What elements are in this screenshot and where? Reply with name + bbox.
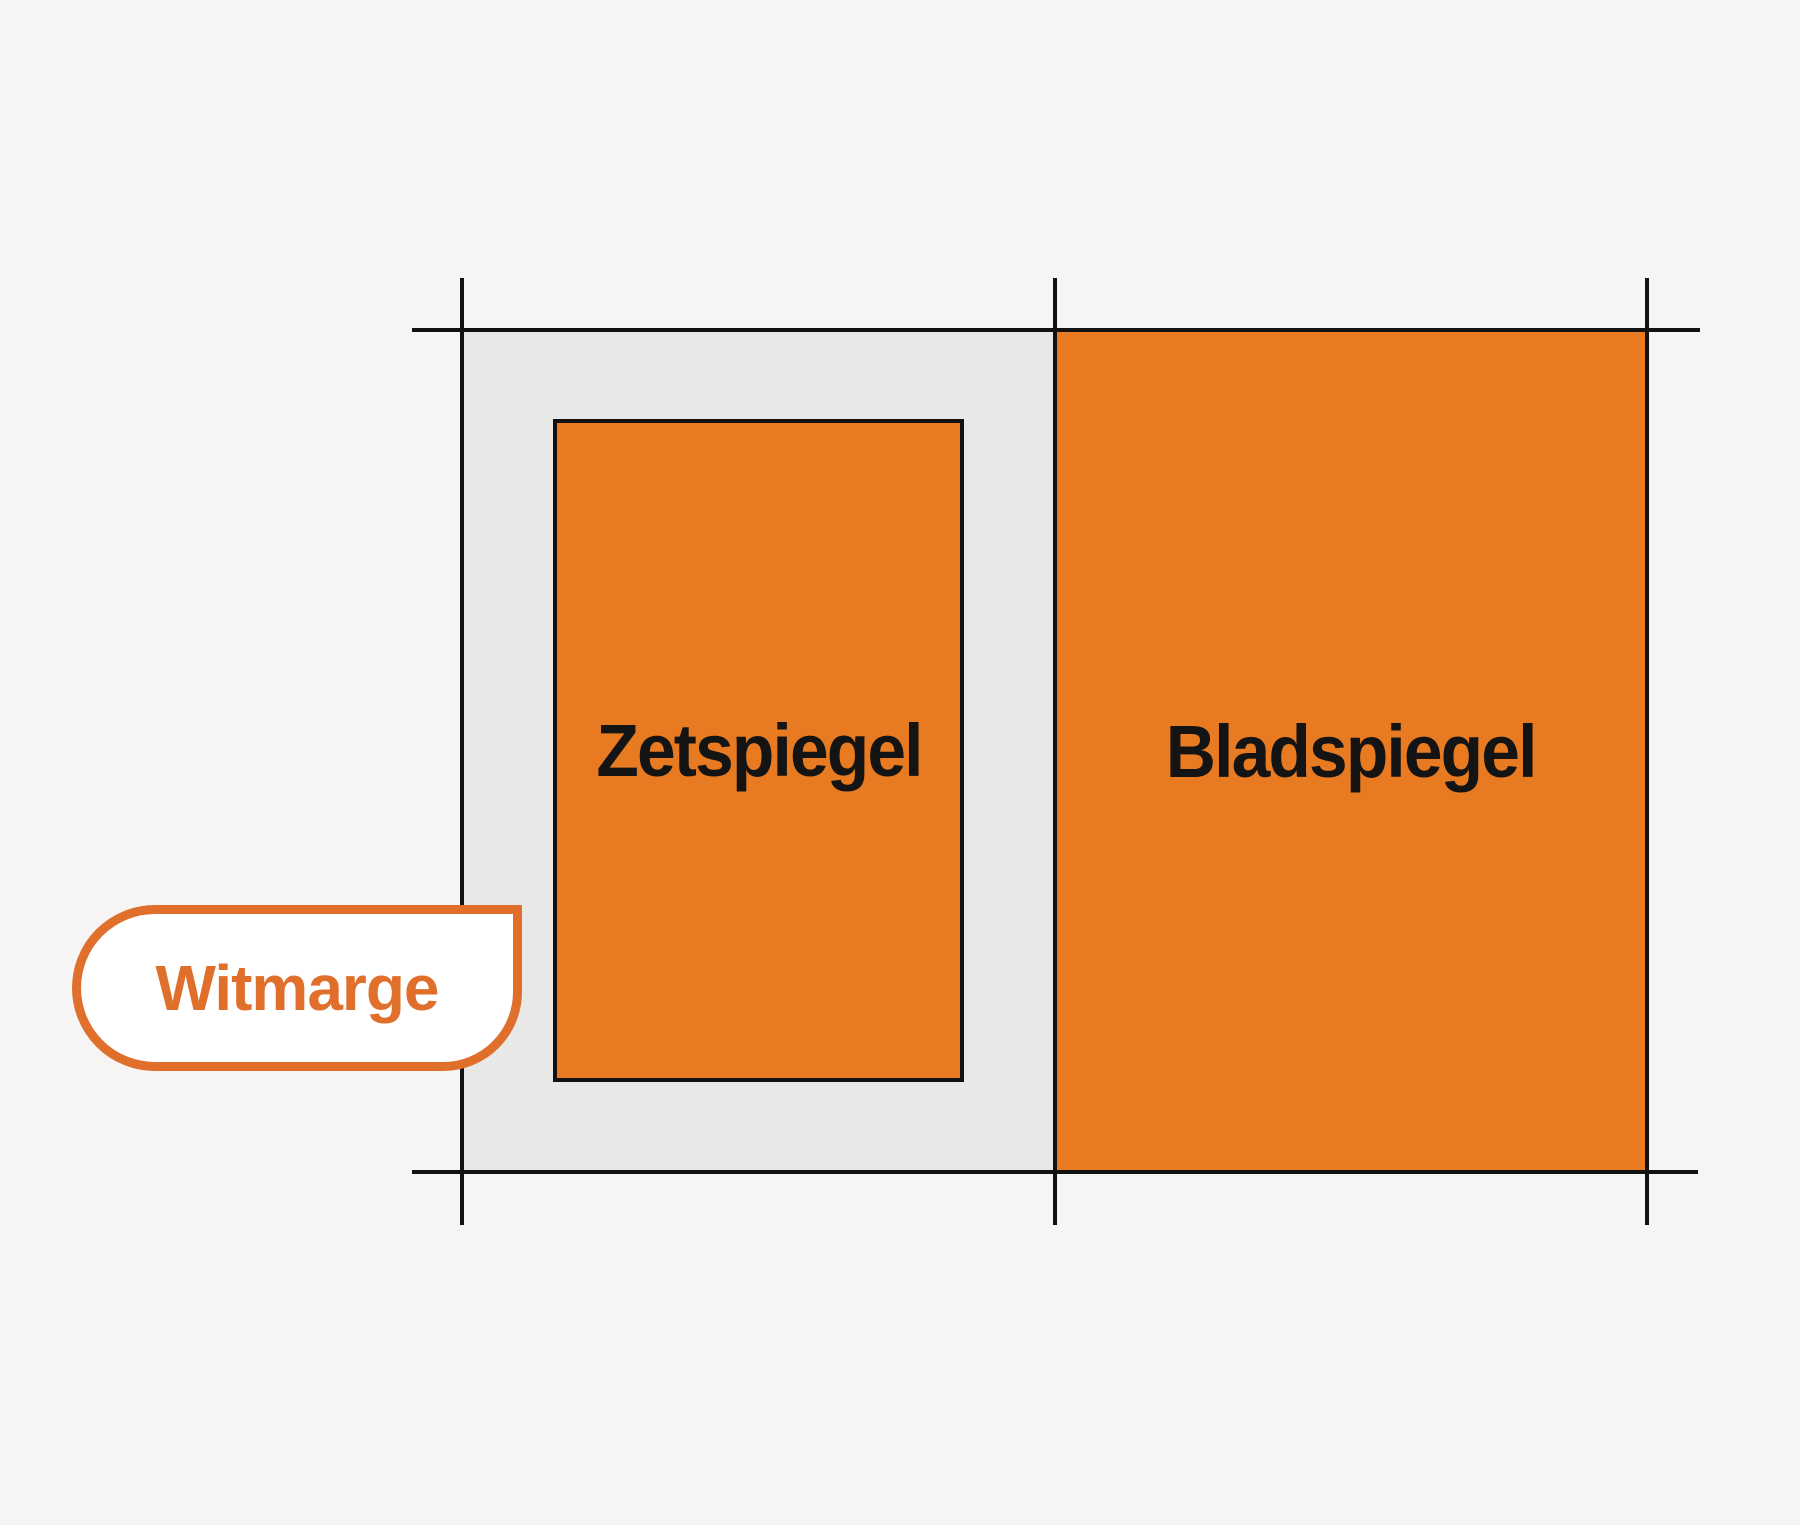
trim-line-vertical-left xyxy=(460,278,464,1225)
bladspiegel-label: Bladspiegel xyxy=(1166,709,1538,793)
trim-line-vertical-center xyxy=(1053,278,1057,1225)
zetspiegel-label: Zetspiegel xyxy=(595,709,923,792)
bladspiegel-page: Bladspiegel xyxy=(1055,330,1647,1172)
witmarge-badge: Witmarge xyxy=(72,905,522,1071)
witmarge-label: Witmarge xyxy=(155,952,439,1024)
zetspiegel-box: Zetspiegel xyxy=(553,419,964,1082)
trim-line-vertical-right xyxy=(1645,278,1649,1225)
